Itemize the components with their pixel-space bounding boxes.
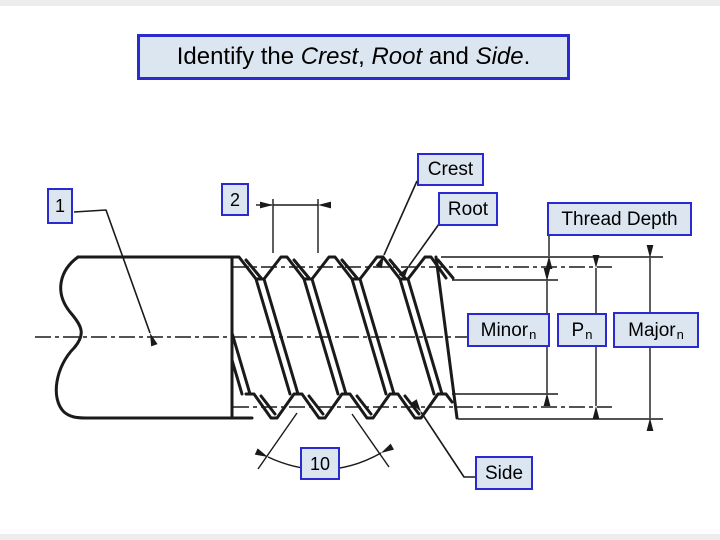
pitch-label: P	[571, 319, 585, 341]
crest-label-box: Crest	[417, 153, 484, 186]
title-text-part: and	[422, 43, 476, 70]
root-label-box: Root	[438, 192, 498, 226]
pitch-subscript: n	[585, 326, 593, 342]
title-text-part: Side	[475, 43, 524, 70]
thread-depth-label-box: Thread Depth	[547, 202, 692, 236]
title-text-part: Root	[371, 43, 423, 70]
slide-bottom-edge	[0, 534, 720, 540]
minor-diameter-label: Minor	[480, 319, 529, 341]
thread-depth-label: Thread Depth	[561, 208, 678, 230]
title-text-part: ,	[358, 43, 372, 70]
major-diameter-label: Major	[628, 319, 676, 341]
title-text-part: Crest	[300, 43, 359, 70]
side-label-box: Side	[475, 456, 533, 490]
callout-1-label: 1	[54, 196, 65, 216]
callout-2-box: 2	[221, 183, 249, 216]
root-label: Root	[447, 198, 489, 220]
minor-diameter-subscript: n	[529, 326, 537, 342]
major-diameter-subscript: n	[676, 326, 684, 342]
slide-top-edge	[0, 0, 720, 6]
title-text-part: .	[523, 43, 531, 70]
crest-label: Crest	[427, 159, 474, 180]
leader-callout-1	[73, 209, 158, 347]
angle-10-label: 10	[309, 453, 331, 474]
side-label: Side	[484, 462, 524, 484]
shaft-break-curve	[54, 255, 88, 420]
angle-ext-right	[351, 413, 390, 468]
thread-end-chamfer	[434, 255, 459, 420]
angle-ext-left	[257, 412, 298, 470]
leader-crest	[375, 180, 418, 269]
callout-2-label: 2	[229, 189, 240, 210]
title-box: Identify the Crest, Root and Side.	[137, 34, 570, 80]
title-text-part: Identify the	[176, 43, 301, 70]
leader-side	[410, 399, 476, 478]
leader-root	[398, 223, 440, 279]
callout-1-box: 1	[47, 188, 73, 224]
angle-10-label-box: 10	[300, 447, 340, 480]
leader-lines	[73, 180, 476, 478]
